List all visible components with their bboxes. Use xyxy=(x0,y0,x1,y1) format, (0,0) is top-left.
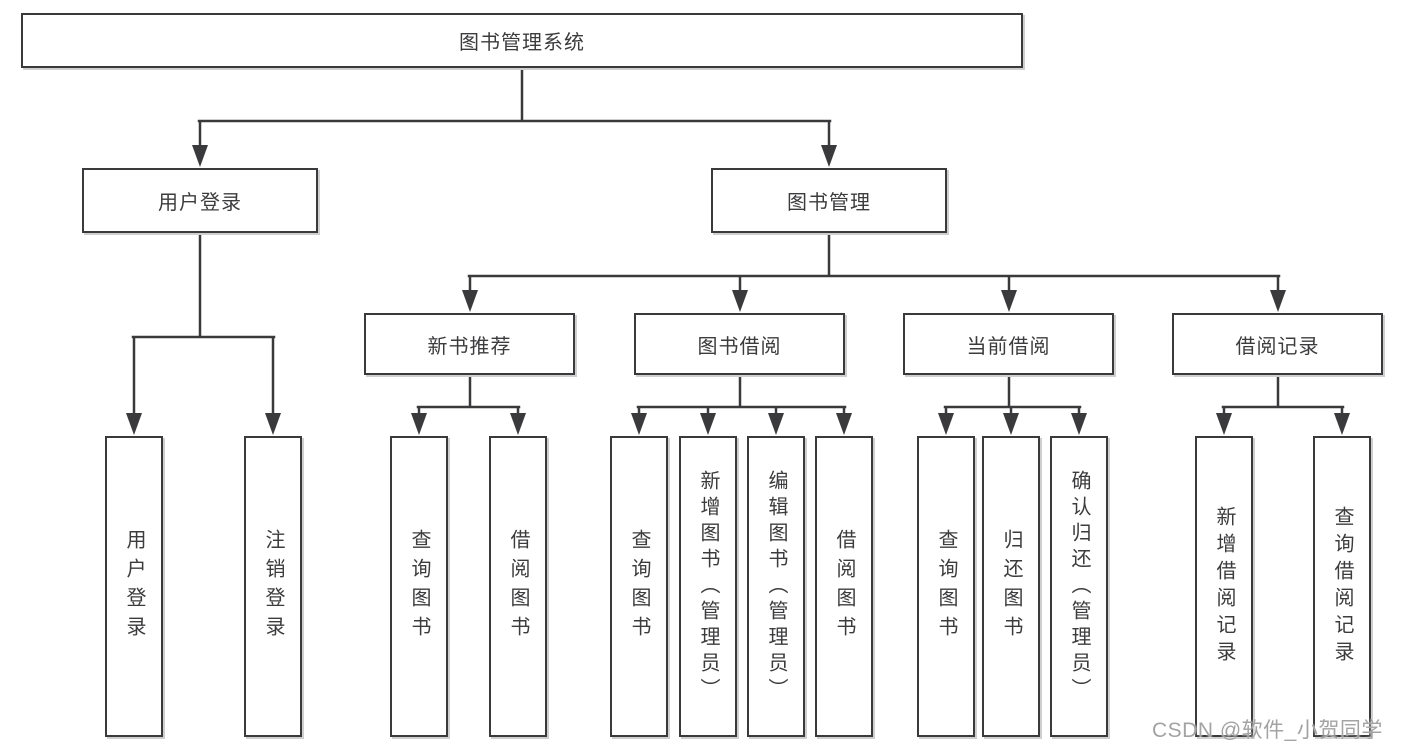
leaf-query-borrow-record: 查询借阅记录 xyxy=(1313,436,1371,737)
leaf-edit-book-admin: 编辑图书（管理员） xyxy=(747,436,805,737)
csdn-watermark: CSDN @软件_小贺同学 xyxy=(1152,719,1383,742)
leaf-confirm-return-admin: 确认归还（管理员） xyxy=(1050,436,1108,737)
leaf-add-borrow-record: 新增借阅记录 xyxy=(1195,436,1253,737)
leaf-add-book-admin: 新增图书（管理员） xyxy=(679,436,737,737)
leaf-borrow-books-borrowing: 借阅图书 xyxy=(815,436,873,737)
node-book-borrowing: 图书借阅 xyxy=(634,313,845,375)
node-current-borrowing: 当前借阅 xyxy=(903,313,1114,375)
leaf-logout: 注销登录 xyxy=(244,436,302,737)
leaf-query-books-borrowing: 查询图书 xyxy=(610,436,668,737)
leaf-query-books-recommend: 查询图书 xyxy=(390,436,448,737)
node-borrowing-records: 借阅记录 xyxy=(1172,313,1383,375)
node-new-book-recommendation: 新书推荐 xyxy=(364,313,575,375)
node-library-management-system: 图书管理系统 xyxy=(21,13,1023,68)
leaf-borrow-books-recommend: 借阅图书 xyxy=(489,436,547,737)
node-user-login: 用户登录 xyxy=(82,168,318,233)
node-book-management: 图书管理 xyxy=(711,168,947,233)
leaf-return-book: 归还图书 xyxy=(982,436,1040,737)
leaf-user-login: 用户登录 xyxy=(105,436,163,737)
leaf-query-books-current: 查询图书 xyxy=(917,436,975,737)
